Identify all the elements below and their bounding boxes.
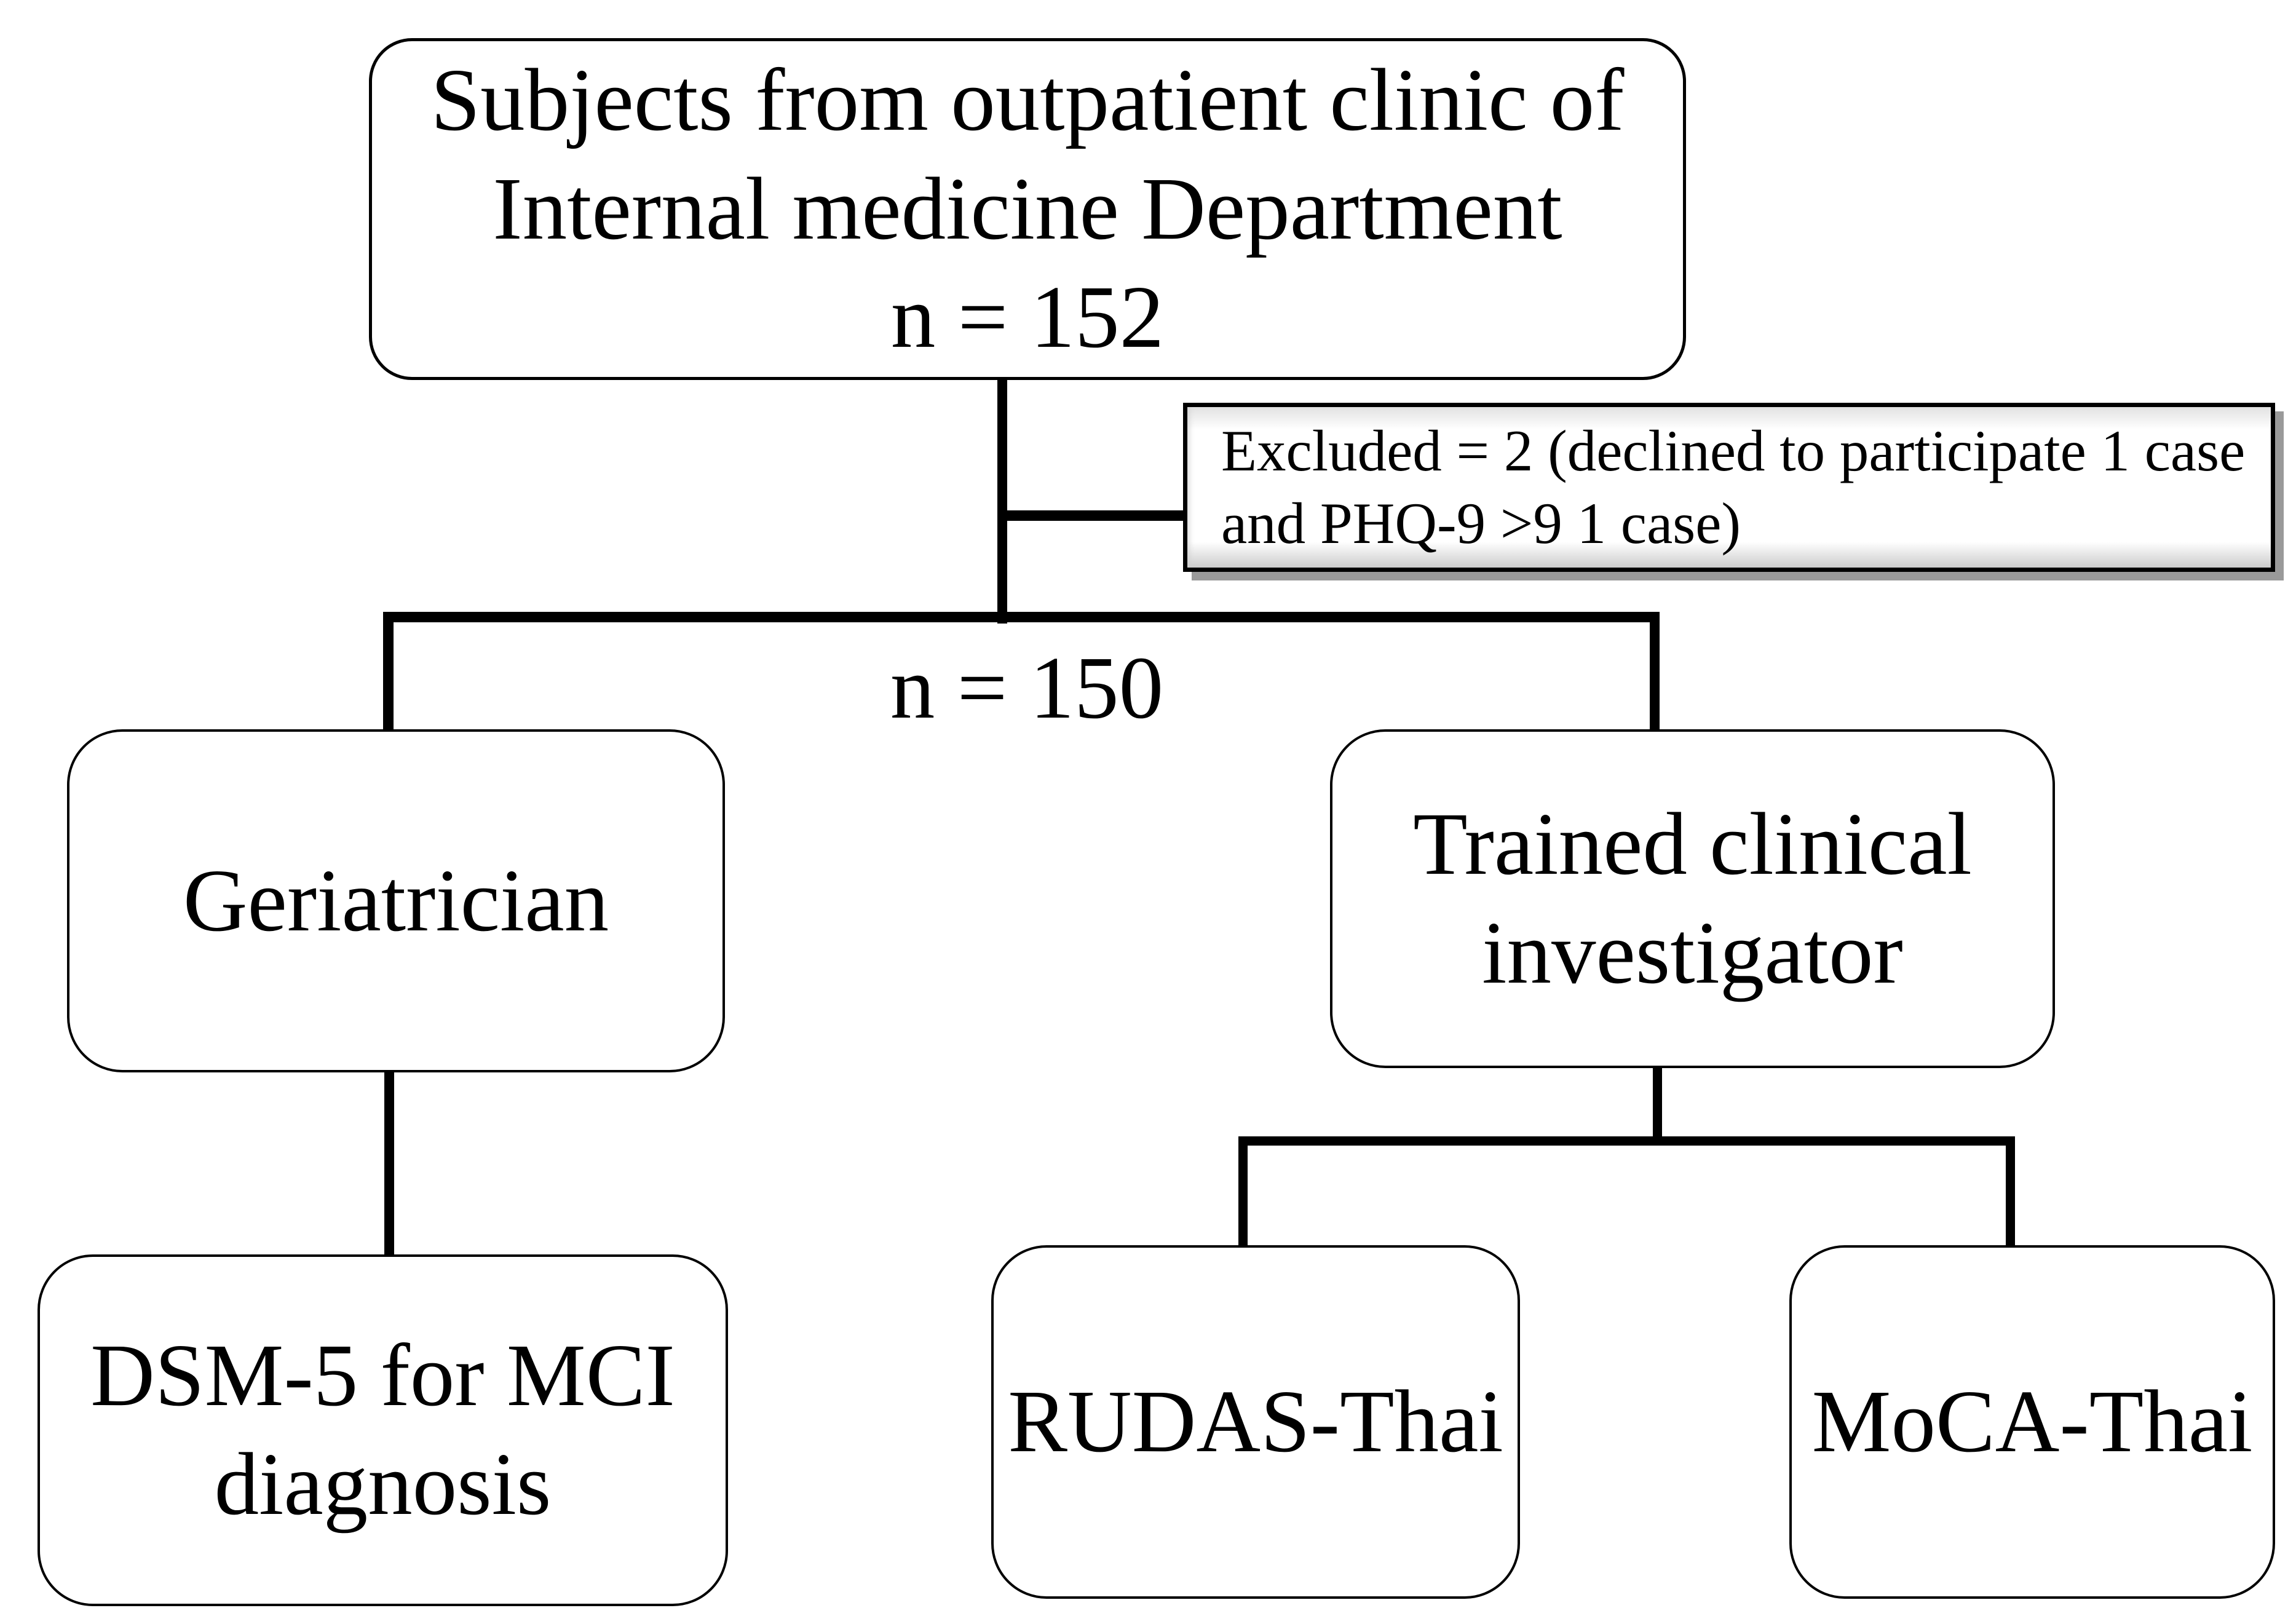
label-n150: n = 150 <box>890 639 1164 737</box>
connector-investigator-stub <box>1653 1066 1662 1139</box>
node-excluded-line2: and PHQ-9 >9 1 case) <box>1221 490 1741 556</box>
connector-main-branch <box>383 612 1660 622</box>
connector-drop-geriatrician <box>383 612 394 732</box>
connector-subjects-trunk <box>997 379 1007 624</box>
node-geriatrician: Geriatrician <box>67 729 725 1072</box>
connector-geriatrician-dsm5 <box>384 1070 394 1257</box>
connector-drop-moca <box>2006 1136 2015 1247</box>
connector-drop-investigator <box>1650 612 1660 732</box>
node-investigator-line1: Trained clinical <box>1413 794 1972 893</box>
node-investigator-line2: investigator <box>1482 903 1903 1002</box>
node-rudas-label: RUDAS-Thai <box>1008 1372 1503 1471</box>
node-dsm5-line2: diagnosis <box>214 1435 552 1534</box>
node-subjects-line2: Internal medicine Department <box>493 159 1562 258</box>
node-excluded-line1: Excluded = 2 (declined to participate 1 … <box>1221 418 2246 483</box>
connector-to-excluded <box>1002 510 1187 521</box>
node-dsm5: DSM-5 for MCI diagnosis <box>38 1254 728 1606</box>
node-subjects: Subjects from outpatient clinic of Inter… <box>369 38 1686 380</box>
connector-tests-branch <box>1238 1136 2015 1146</box>
node-moca-label: MoCA-Thai <box>1811 1372 2253 1471</box>
connector-drop-rudas <box>1238 1136 1248 1247</box>
node-subjects-line1: Subjects from outpatient clinic of <box>430 50 1625 149</box>
node-moca: MoCA-Thai <box>1789 1245 2275 1599</box>
node-rudas: RUDAS-Thai <box>991 1245 1520 1599</box>
node-geriatrician-label: Geriatrician <box>183 851 609 950</box>
node-subjects-count: n = 152 <box>890 268 1165 367</box>
node-excluded: Excluded = 2 (declined to participate 1 … <box>1183 403 2275 572</box>
node-investigator: Trained clinical investigator <box>1330 729 2055 1068</box>
node-dsm5-line1: DSM-5 for MCI <box>90 1326 675 1425</box>
